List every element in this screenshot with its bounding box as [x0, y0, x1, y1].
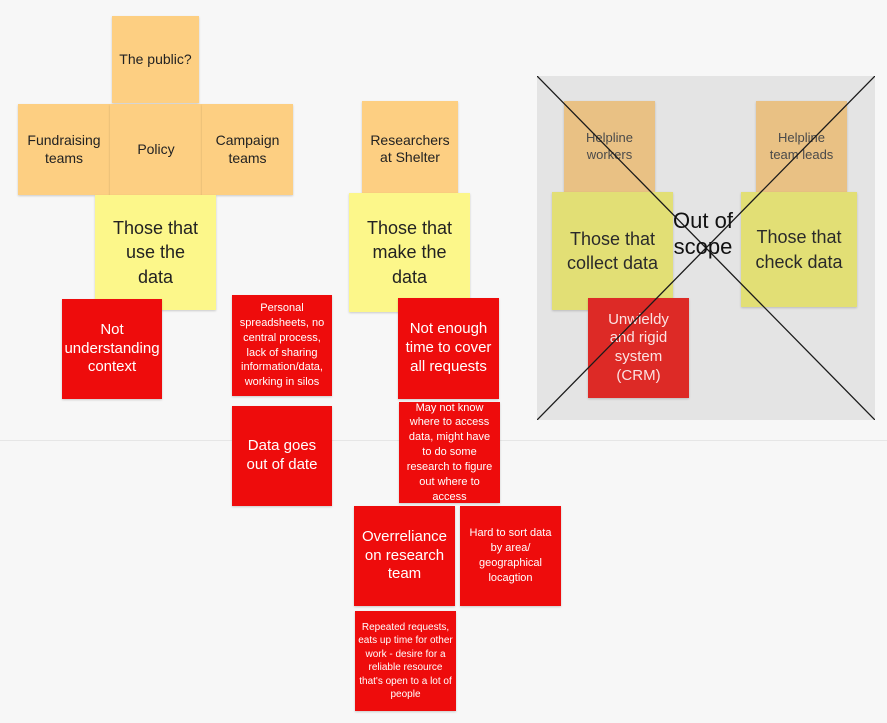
note-those-that-collect-data[interactable]: Those that collect data [552, 192, 673, 310]
note-helpline-team-leads[interactable]: Helpline team leads [756, 101, 847, 192]
cross-out-mark [537, 76, 875, 420]
note-researchers-at-shelter[interactable]: Researchers at Shelter [362, 101, 458, 197]
note-not-understanding-context[interactable]: Not understanding context [62, 299, 162, 399]
out-of-scope-label: Out of scope [673, 208, 733, 260]
note-the-public[interactable]: The public? [112, 16, 199, 103]
note-those-that-check-data[interactable]: Those that check data [741, 192, 857, 307]
note-helpline-workers[interactable]: Helpline workers [564, 101, 655, 192]
note-may-not-know-where[interactable]: May not know where to access data, might… [399, 402, 500, 503]
note-not-enough-time[interactable]: Not enough time to cover all requests [398, 298, 499, 399]
note-repeated-requests[interactable]: Repeated requests, eats up time for othe… [355, 611, 456, 711]
note-hard-to-sort-data[interactable]: Hard to sort data by area/ geographical … [460, 506, 561, 606]
note-personal-spreadsheets[interactable]: Personal spreadsheets, no central proces… [232, 295, 332, 396]
note-policy[interactable]: Policy [110, 104, 202, 195]
note-overreliance-on-research[interactable]: Overreliance on research team [354, 506, 455, 606]
cross-line-diagonal-up [537, 76, 875, 420]
note-unwieldy-crm[interactable]: Unwieldy and rigid system (CRM) [588, 298, 689, 398]
note-data-goes-out-of-date[interactable]: Data goes out of date [232, 406, 332, 506]
note-those-that-make-the-data[interactable]: Those that make the data [349, 193, 470, 312]
note-campaign-teams[interactable]: Campaign teams [202, 104, 293, 195]
note-fundraising-teams[interactable]: Fundraising teams [18, 104, 110, 195]
note-those-that-use-the-data[interactable]: Those that use the data [95, 195, 216, 310]
